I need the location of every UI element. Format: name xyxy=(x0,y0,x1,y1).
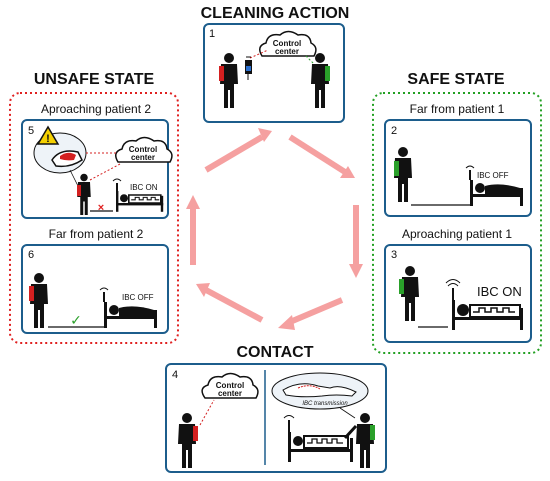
cloud-label-line1: Control xyxy=(129,145,157,154)
arrow-unsafe-to-cleaning xyxy=(204,128,272,173)
cloud-label-line2: center xyxy=(131,153,155,162)
ibc-signal-icon xyxy=(283,415,295,432)
green-hand-icon xyxy=(394,161,399,176)
link-to-cloud-red xyxy=(249,49,269,59)
panel-number: 4 xyxy=(172,369,178,381)
arrow-cleaning-to-safe xyxy=(288,134,355,178)
bed-icon xyxy=(116,191,164,212)
heading-unsafe-state: UNSAFE STATE xyxy=(34,71,155,88)
red-hand-icon xyxy=(29,286,34,301)
subtitle-approaching-patient-1: Aproaching patient 1 xyxy=(402,227,512,241)
touching-arm xyxy=(343,424,358,440)
panel-number: 1 xyxy=(209,28,215,40)
ibc-status: IBC OFF xyxy=(477,171,509,180)
cloud-label-line1: Control xyxy=(273,39,301,48)
panel-2-far-patient-1: 2 IBC OFF xyxy=(384,119,532,217)
cloud-label-line2: center xyxy=(218,389,242,398)
panel-4-contact: 4 Control center IBC transmission xyxy=(165,363,387,473)
panel-3-approaching-patient-1: 3 IBC ON xyxy=(384,244,532,343)
heading-contact: CONTACT xyxy=(236,344,313,361)
green-hand-icon xyxy=(325,66,330,81)
cycle-arrows xyxy=(186,128,363,330)
link-to-cloud-red xyxy=(199,399,215,426)
arrow-unsafe-up xyxy=(186,195,200,265)
ibc-signal-icon xyxy=(99,287,109,302)
panel-1-cleaning: 1 Control center xyxy=(203,23,345,123)
warning-icon: ! xyxy=(36,125,60,145)
heading-cleaning-action: CLEANING ACTION xyxy=(201,5,350,22)
cloud-icon: Control center xyxy=(115,136,173,163)
ibc-signal-icon xyxy=(445,279,461,300)
ibc-signal-icon xyxy=(112,178,122,193)
cloud-label-line1: Control xyxy=(216,381,244,390)
panel-number: 2 xyxy=(391,125,397,137)
check-mark: ✓ xyxy=(70,312,82,328)
panel-number: 6 xyxy=(28,249,34,261)
cross-mark: × xyxy=(98,202,104,214)
arrow-safe-to-contact xyxy=(278,297,344,330)
ibc-status: IBC OFF xyxy=(122,293,154,302)
cloud-icon: Control center xyxy=(201,372,259,399)
bubble-pointer xyxy=(339,407,356,419)
red-hand-icon xyxy=(219,66,224,81)
ibc-status: IBC ON xyxy=(130,183,158,192)
panel-6-far-patient-2: 6 ✓ IBC OFF xyxy=(21,244,169,334)
subtitle-far-patient-2: Far from patient 2 xyxy=(49,227,144,241)
subtitle-far-patient-1: Far from patient 1 xyxy=(410,102,505,116)
arrow-safe-down xyxy=(349,205,363,278)
ibc-transmission-bubble: IBC transmission xyxy=(271,372,369,410)
ibc-signal-icon xyxy=(465,165,475,180)
ibc-transmission-label: IBC transmission xyxy=(302,401,348,407)
link-to-cloud-red xyxy=(89,163,121,181)
cloud-icon: Control center xyxy=(259,30,317,57)
red-hand-icon xyxy=(77,185,81,196)
heading-safe-state: SAFE STATE xyxy=(407,71,505,88)
contaminated-hand-icon xyxy=(51,150,83,168)
green-hand-icon xyxy=(399,279,404,294)
warning-mark: ! xyxy=(46,133,50,145)
panel-number: 5 xyxy=(28,125,34,137)
bed-icon xyxy=(288,432,353,462)
panel-number: 3 xyxy=(391,249,397,261)
link-to-cloud-green xyxy=(305,55,319,69)
green-hand-icon xyxy=(370,425,375,440)
ibc-status: IBC ON xyxy=(477,284,522,299)
bed-icon xyxy=(452,300,523,330)
sanitizer-dispenser-icon xyxy=(245,56,252,80)
cloud-label-line2: center xyxy=(275,47,299,56)
red-hand-icon xyxy=(193,426,198,441)
arrow-contact-to-unsafe xyxy=(196,283,264,323)
panel-5-approaching-patient-2: 5 ! Control center × xyxy=(21,119,173,219)
subtitle-approaching-patient-2: Aproaching patient 2 xyxy=(41,102,151,116)
